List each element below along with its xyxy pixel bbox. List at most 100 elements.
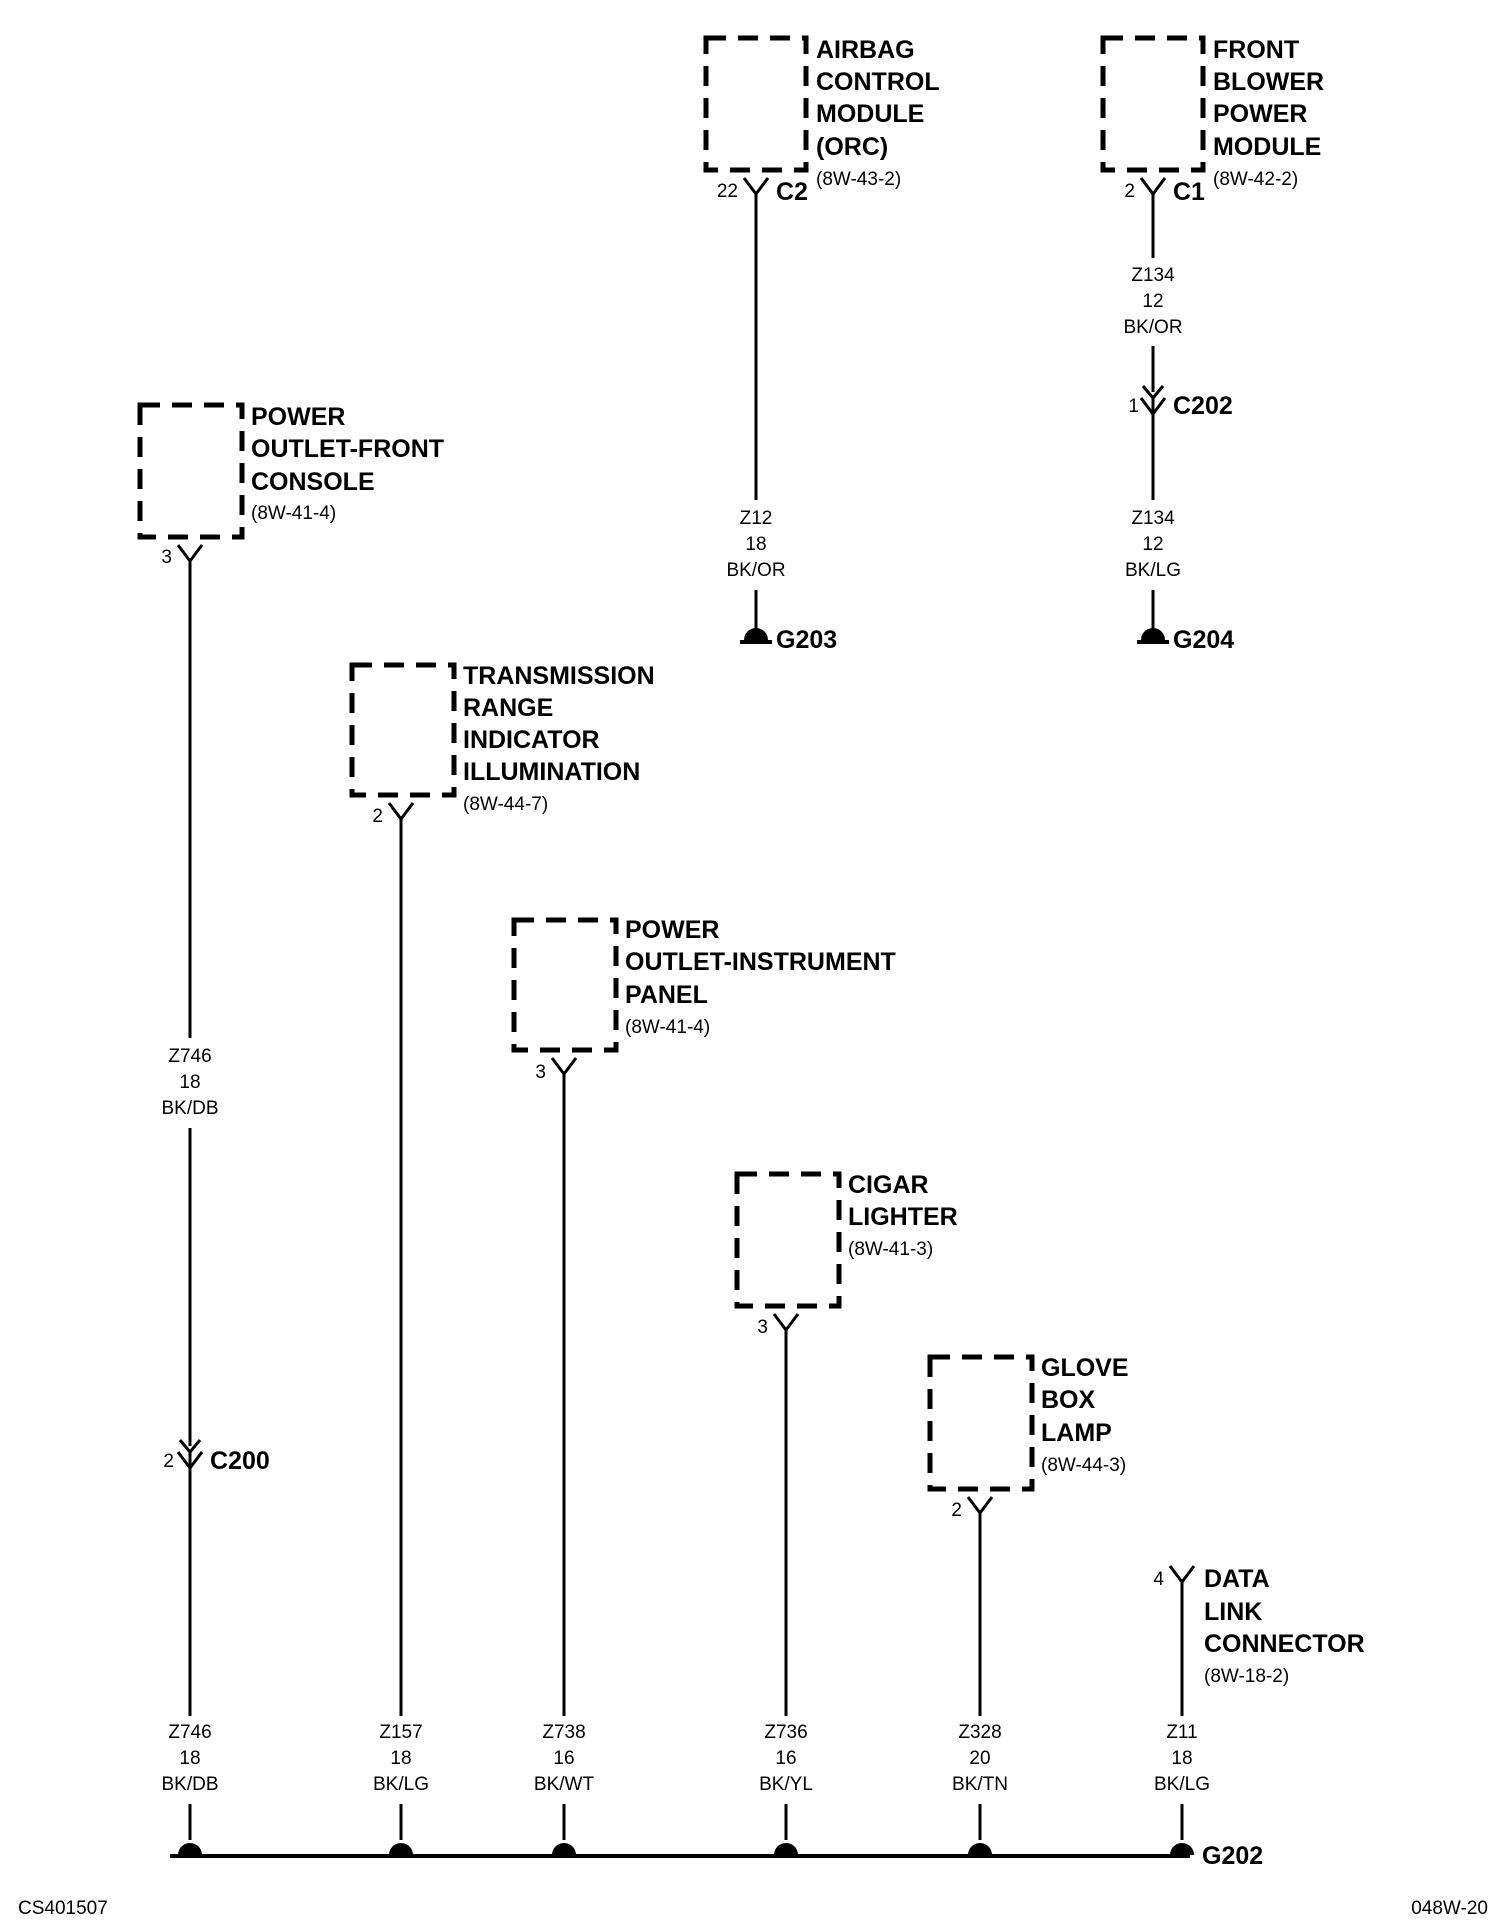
trans-range-box (349, 662, 457, 798)
trans-range-pin: 2 (372, 806, 383, 827)
trans-range-name-line3: INDICATOR (463, 726, 600, 754)
blower-name-line1: FRONT (1213, 36, 1299, 64)
blower-name-line4: MODULE (1213, 133, 1321, 161)
wire-z134-upper-color: BK/OR (1123, 317, 1182, 338)
c202-pin: 1 (1128, 396, 1139, 417)
dlc-name-line3: CONNECTOR (1204, 1630, 1365, 1658)
dlc-name-line2: LINK (1204, 1598, 1262, 1626)
cigar-lighter: CIGAR LIGHTER (8W-41-3) 3 Z736 16 BK/YL (734, 1171, 958, 1840)
cigar-name-line2: LIGHTER (848, 1203, 958, 1231)
ground-dot-icon (552, 1843, 576, 1855)
cigar-pin: 3 (757, 1317, 768, 1338)
outlet-panel-name-line3: PANEL (625, 981, 708, 1009)
airbag-ref: (8W-43-2) (816, 169, 901, 190)
wire-z134-upper-gauge: 12 (1142, 291, 1163, 312)
wire-z738-gauge: 16 (553, 1748, 574, 1769)
footer-right-code: 048W-20 (1411, 1898, 1488, 1919)
wire-z12-code: Z12 (740, 508, 773, 529)
cigar-name-line1: CIGAR (848, 1171, 929, 1199)
wire-z157-code: Z157 (379, 1722, 422, 1743)
wire-z738-code: Z738 (542, 1722, 585, 1743)
footer-left-code: CS401507 (18, 1898, 108, 1919)
wire-z134-lower-color: BK/LG (1125, 560, 1181, 581)
outlet-console-ref: (8W-41-4) (251, 503, 336, 524)
c200-pin: 2 (163, 1451, 174, 1472)
glove-terminal-icon (966, 1496, 994, 1516)
trans-range-name-line2: RANGE (463, 694, 553, 722)
outlet-console-box (137, 402, 245, 540)
wire-z11-code: Z11 (1166, 1722, 1197, 1743)
ground-g203-icon (740, 628, 772, 644)
trans-range-name-line4: ILLUMINATION (463, 758, 640, 786)
glove-name-line2: BOX (1041, 1386, 1096, 1414)
dlc-ref: (8W-18-2) (1204, 1666, 1289, 1687)
ground-g202-label: G202 (1202, 1842, 1263, 1870)
wire-z12-gauge: 18 (745, 534, 766, 555)
blower-terminal-icon (1139, 177, 1167, 197)
wire-z738-color: BK/WT (534, 1774, 595, 1795)
wire-z746-lower-color: BK/DB (161, 1774, 218, 1795)
ground-dot-icon (178, 1843, 202, 1855)
outlet-panel-terminal-icon (550, 1057, 578, 1077)
airbag-name-line3: MODULE (816, 100, 924, 128)
dlc-name-line1: DATA (1204, 1565, 1270, 1593)
wire-z746-upper-gauge: 18 (179, 1072, 200, 1093)
outlet-panel-name-line2: OUTLET-INSTRUMENT (625, 948, 896, 976)
glove-box-lamp-box (927, 1354, 1035, 1492)
trans-range-terminal-icon (387, 802, 415, 822)
glove-ref: (8W-44-3) (1041, 1455, 1126, 1476)
wire-z134-lower-code: Z134 (1131, 508, 1175, 529)
outlet-panel-pin: 3 (535, 1062, 546, 1083)
ground-g202-bus: G202 (170, 1842, 1263, 1870)
wire-z736-color: BK/YL (759, 1774, 813, 1795)
airbag-connector: C2 (776, 178, 808, 206)
trans-range-ref: (8W-44-7) (463, 794, 548, 815)
wire-z11-color: BK/LG (1154, 1774, 1210, 1795)
wire-z328-code: Z328 (958, 1722, 1001, 1743)
glove-box-lamp: GLOVE BOX LAMP (8W-44-3) 2 Z328 20 BK/TN (927, 1354, 1129, 1840)
dlc-pin: 4 (1153, 1569, 1164, 1590)
wire-z736-code: Z736 (764, 1722, 807, 1743)
airbag-name-line1: AIRBAG (816, 36, 915, 64)
power-outlet-instrument-panel: POWER OUTLET-INSTRUMENT PANEL (8W-41-4) … (511, 916, 896, 1840)
outlet-console-pin: 3 (161, 547, 172, 568)
power-outlet-front-console: POWER OUTLET-FRONT CONSOLE (8W-41-4) 3 Z… (137, 402, 444, 1840)
wire-z746-upper-color: BK/DB (161, 1098, 218, 1119)
outlet-console-name-line1: POWER (251, 403, 345, 431)
ground-dot-icon (389, 1843, 413, 1855)
blower-name-line3: POWER (1213, 100, 1307, 128)
outlet-console-name-line2: OUTLET-FRONT (251, 435, 444, 463)
data-link-connector: 4 DATA LINK CONNECTOR (8W-18-2) Z11 18 B… (1153, 1565, 1365, 1840)
blower-name-line2: BLOWER (1213, 68, 1324, 96)
transmission-range-indicator-illumination: TRANSMISSION RANGE INDICATOR ILLUMINATIO… (349, 662, 655, 1840)
wire-z736-gauge: 16 (775, 1748, 796, 1769)
wire-z157-gauge: 18 (390, 1748, 411, 1769)
dlc-terminal-icon (1168, 1565, 1196, 1585)
trans-range-name-line1: TRANSMISSION (463, 662, 655, 690)
wire-z12-color: BK/OR (726, 560, 785, 581)
blower-connector: C1 (1173, 178, 1205, 206)
outlet-panel-name-line1: POWER (625, 916, 719, 944)
outlet-console-name-line3: CONSOLE (251, 468, 375, 496)
ground-g204-icon (1137, 628, 1169, 644)
glove-pin: 2 (951, 1500, 962, 1521)
wire-z746-lower-code: Z746 (168, 1722, 211, 1743)
airbag-pin: 22 (717, 181, 738, 202)
wire-z134-lower-gauge: 12 (1142, 534, 1163, 555)
airbag-terminal-icon (742, 177, 770, 197)
ground-dot-icon (968, 1843, 992, 1855)
cigar-ref: (8W-41-3) (848, 1239, 933, 1260)
airbag-name-line4: (ORC) (816, 133, 888, 161)
glove-name-line3: LAMP (1041, 1419, 1112, 1447)
outlet-console-terminal-icon (176, 544, 204, 564)
airbag-module-box (703, 35, 809, 173)
airbag-control-module: AIRBAG CONTROL MODULE (ORC) (8W-43-2) 22… (703, 35, 940, 654)
blower-ref: (8W-42-2) (1213, 169, 1298, 190)
cigar-terminal-icon (772, 1313, 800, 1333)
ground-g203-label: G203 (776, 626, 837, 654)
wire-z134-upper-code: Z134 (1131, 265, 1175, 286)
c200-label: C200 (210, 1447, 270, 1475)
airbag-name-line2: CONTROL (816, 68, 940, 96)
wire-z11-gauge: 18 (1171, 1748, 1192, 1769)
